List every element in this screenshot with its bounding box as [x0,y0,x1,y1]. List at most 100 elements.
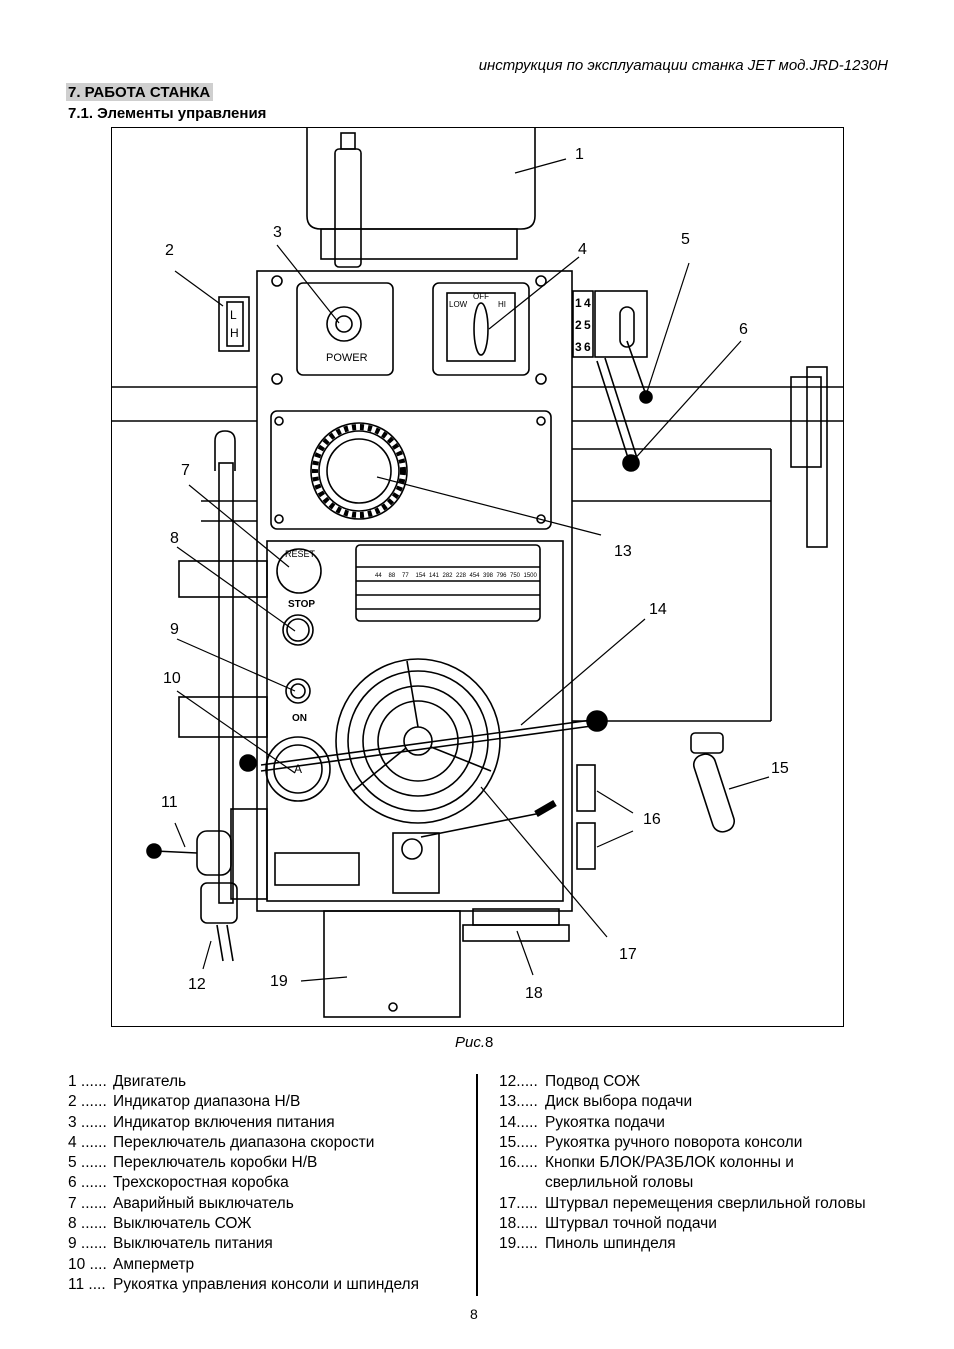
speed-plate-drawing [355,544,541,622]
legend-item-text: Диск выбора подачи [545,1093,693,1111]
speed-value: 398 [483,573,494,579]
legend-item-number: 18..... [499,1215,538,1233]
callout-9: 9 [170,621,179,638]
section-title: 7. РАБОТА СТАНКА [66,83,214,101]
range-h-label: H [230,326,239,340]
feed-selector-dial-drawing [274,416,546,524]
callout-13: 13 [614,543,632,560]
legend-item-number: 8 ...... [68,1215,107,1233]
speed-value: 44 [375,573,382,579]
stop-label: STOP [288,599,315,610]
speed-value: 750 [510,573,521,579]
callout-10: 10 [163,670,181,687]
legend-item: 18..... Штурвал точной подачи [499,1214,889,1234]
range-l-label: L [230,308,237,322]
panel-labels: POWER LOW OFF HI RESET STOP ON A L H 1 4… [230,292,591,776]
figure-caption: Рис.8 [455,1034,493,1051]
callout-2: 2 [165,242,174,259]
legend-item-number: 7 ...... [68,1194,107,1212]
legend-item: 17.....Штурвал перемещения сверлильной г… [499,1194,889,1214]
reset-label: RESET [285,549,316,559]
motor-drawing [306,128,536,268]
page-number: 8 [470,1306,478,1322]
three-speed-gearbox-drawing [572,290,653,472]
speed-range-switch-drawing [446,292,516,362]
legend-item-text: Трехскоростная коробка [113,1174,289,1192]
legend-item-text: Переключатель диапазона скорости [113,1133,375,1151]
legend-item-number: 14..... [499,1113,538,1131]
legend-item-text: Амперметр [113,1255,195,1273]
legend-item-number: 6 ...... [68,1174,107,1192]
callout-8: 8 [170,530,179,547]
arm-rails [112,366,843,722]
legend-item: 7 ......Аварийный выключатель [68,1194,468,1214]
manual-header: инструкция по эксплуатации станка JET мо… [478,57,888,74]
handwheel-drawing [239,658,608,838]
range-indicator-drawing [218,296,250,352]
gear-6-label: 6 [584,340,591,354]
lock-unlock-buttons-drawing [576,764,596,870]
legend-item-number: 5 ...... [68,1154,107,1172]
gear-1-label: 1 [575,296,582,310]
speed-value: 228 [456,573,467,579]
legend-item-text: Двигатель [113,1073,187,1090]
spindle-and-fine-feed-drawing [323,908,570,1018]
legend-item-text: Выключатель питания [113,1235,273,1253]
coolant-pipe-drawing [178,430,268,962]
legend-item: 16.....Кнопки БЛОК/РАЗБЛОК колонны и све… [499,1153,889,1194]
legend-item-number: 3 ...... [68,1113,107,1131]
legend-item-number: 15..... [499,1133,538,1151]
callout-5: 5 [681,231,690,248]
ammeter-label: A [294,762,302,776]
legend-item: 8 ...... Выключатель СОЖ [68,1214,468,1234]
callout-6: 6 [739,321,748,338]
drill-head-casing [256,270,573,912]
gear-5-label: 5 [584,318,591,332]
speed-value: 796 [497,573,508,579]
legend-item-number: 9 ...... [68,1235,107,1253]
legend-divider [476,1074,478,1296]
power-label: POWER [326,352,368,364]
speed-value: 141 [429,573,440,579]
callout-14: 14 [649,601,667,618]
on-label: ON [292,713,307,724]
section-subtitle: 7.1. Элементы управления [68,105,267,122]
console-spindle-lever-drawing [146,830,232,876]
legend-item-text: Выключатель СОЖ [113,1215,252,1233]
callout-19: 19 [270,973,288,990]
legend-item-text: Индикатор диапазона Н/В [113,1093,301,1111]
machine-control-figure: 1 2 3 4 5 6 7 8 9 10 11 12 13 14 15 16 1… [111,127,844,1027]
callout-leaders [174,158,770,982]
legend-item-text: Штурвал перемещения сверлильной головы [545,1194,866,1212]
legend-item-number: 12..... [499,1073,538,1090]
caption-number: 8 [485,1034,494,1051]
legend-item: 2 ...... Индикатор диапазона Н/В [68,1092,468,1112]
legend-item-text: Пиноль шпинделя [545,1235,676,1253]
low-label: LOW [449,300,468,309]
legend-item: 5 ...... Переключатель коробки Н/В [68,1153,468,1173]
legend-item: 13.....Диск выбора подачи [499,1092,889,1112]
speed-value: 88 [389,573,396,579]
callout-numbers: 1 2 3 4 5 6 7 8 9 10 11 12 13 14 15 16 1… [161,146,789,1002]
legend-item-text: Рукоятка управления консоли и шпинделя [113,1275,419,1293]
caption-prefix: Рис. [455,1034,486,1051]
off-label: OFF [473,292,489,301]
legend-item-number: 2 ...... [68,1093,107,1111]
legend-item: 3 ...... Индикатор включения питания [68,1113,468,1133]
legend-item: 12.....Подвод СОЖ [499,1072,889,1092]
legend-item: 1 ......Двигатель [68,1072,468,1092]
speed-value: 454 [470,573,481,579]
legend-item-text: Штурвал точной подачи [545,1215,717,1233]
callout-15: 15 [771,760,789,777]
callout-7: 7 [181,462,190,479]
speed-value: 282 [443,573,454,579]
legend-item-text: Индикатор включения питания [113,1113,335,1131]
console-rotate-handle-drawing [690,732,736,833]
gear-4-label: 4 [584,296,591,310]
legend-item: 6 ...... Трехскоростная коробка [68,1173,468,1193]
hi-label: HI [498,300,506,309]
legend-item-text: Переключатель коробки Н/В [113,1154,318,1172]
